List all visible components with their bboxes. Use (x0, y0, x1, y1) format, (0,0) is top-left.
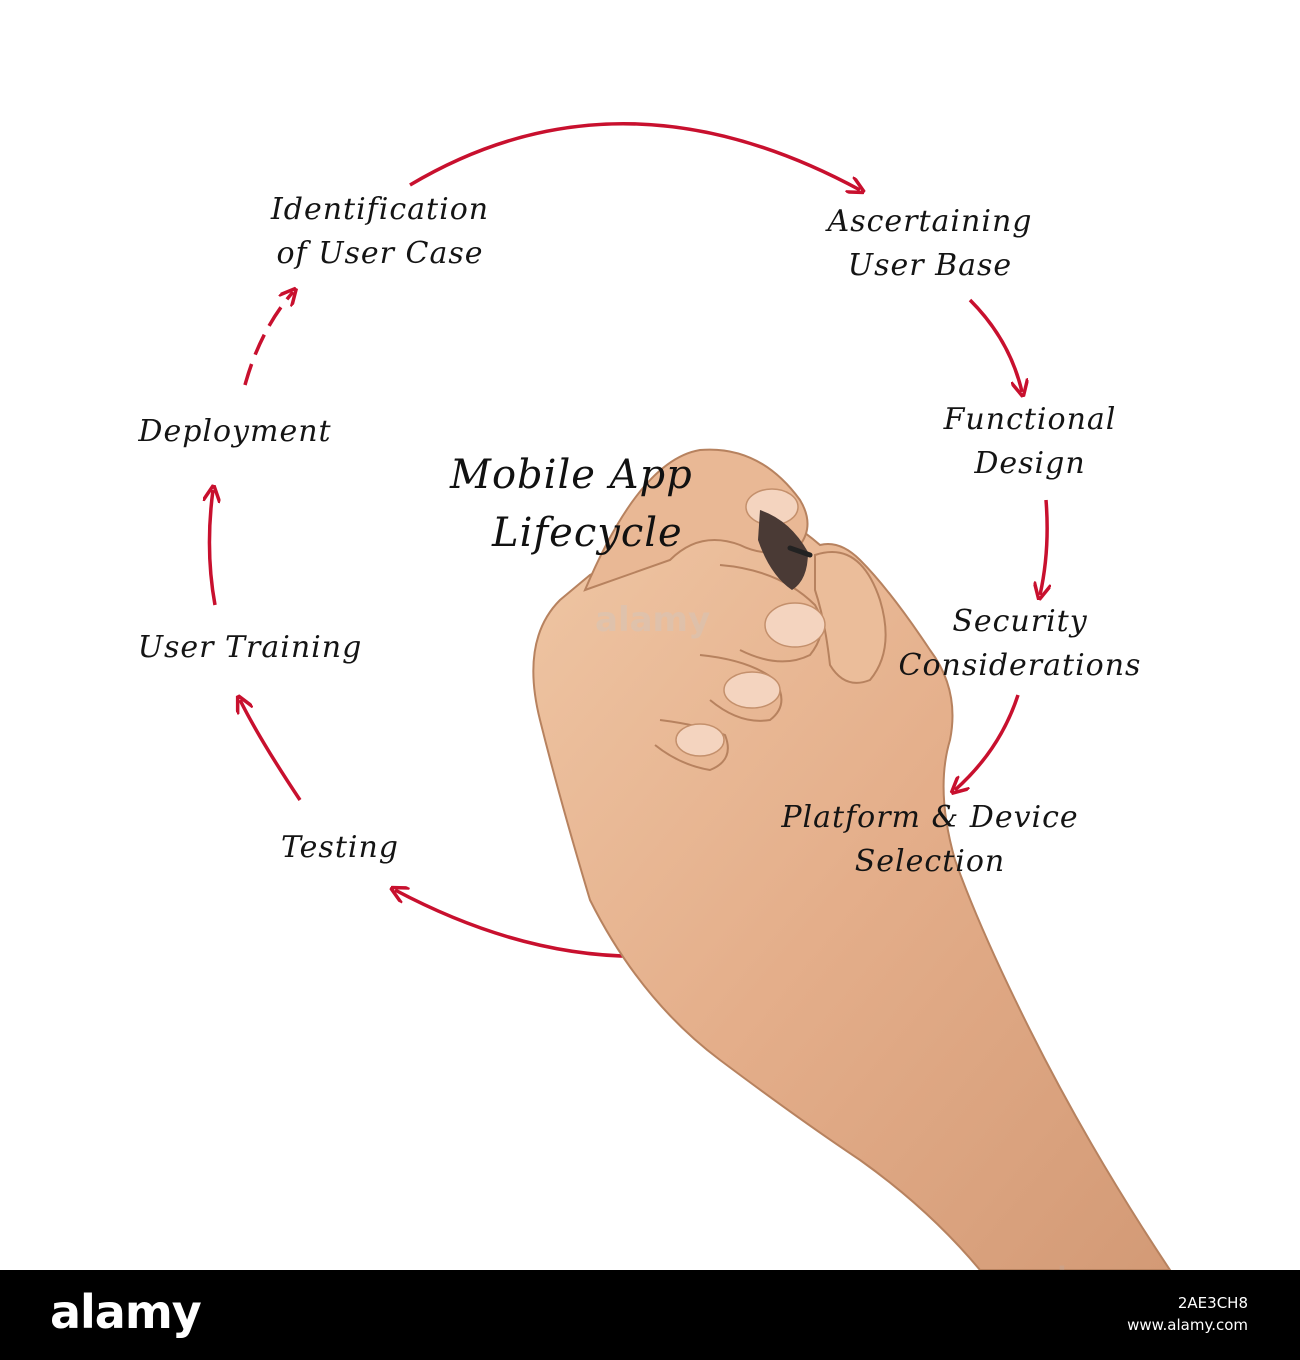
step-line: Security (952, 604, 1088, 639)
arrow-training-to-deployment (209, 490, 215, 606)
diagram-title: Mobile App Lifecycle (450, 446, 693, 562)
arrow-testing-to-training (240, 700, 302, 801)
marker-pen (758, 510, 808, 590)
arrow-ascertaining-to-functional (968, 298, 1022, 392)
arrow-security-to-platform (955, 694, 1020, 790)
arrow-deployment-to-identification (243, 292, 293, 386)
title-line-1: Mobile App (450, 452, 693, 498)
step-platform-device-selection: Platform & Device Selection (700, 796, 1160, 884)
step-testing: Testing (230, 826, 450, 870)
step-line: Considerations (898, 648, 1142, 683)
image-id: 2AE3CH8 (1177, 1294, 1248, 1312)
step-user-training: User Training (60, 626, 440, 670)
arrow-functional-to-security (1040, 499, 1047, 595)
watermark-logo: alamy (50, 1285, 202, 1339)
step-ascertaining-user-base: Ascertaining User Base (760, 200, 1100, 288)
step-security-considerations: Security Considerations (830, 600, 1210, 688)
watermark-banner (0, 1270, 1300, 1360)
step-line: Testing (280, 830, 399, 865)
step-line: of User Case (276, 236, 484, 271)
step-line: User Training (137, 630, 363, 665)
step-deployment: Deployment (70, 410, 400, 454)
title-line-2: Lifecycle (492, 510, 683, 556)
step-line: User Base (847, 248, 1013, 283)
hand-illustration (532, 448, 1172, 1270)
watermark-text: alamy (595, 600, 711, 640)
step-line: Platform & Device (781, 800, 1079, 835)
step-line: Design (974, 446, 1086, 481)
arrow-identification-to-ascertaining (409, 122, 860, 190)
watermark-info: 2AE3CH8 www.alamy.com (1127, 1292, 1248, 1336)
step-line: Functional (943, 402, 1117, 437)
step-line: Ascertaining (827, 204, 1033, 239)
step-line: Deployment (138, 414, 332, 449)
step-line: Selection (854, 844, 1006, 879)
step-identification-of-user-case: Identification of User Case (190, 188, 570, 276)
site-url: www.alamy.com (1127, 1316, 1248, 1334)
diagram-canvas (0, 122, 1172, 1270)
step-functional-design: Functional Design (870, 398, 1190, 486)
step-line: Identification (270, 192, 490, 227)
